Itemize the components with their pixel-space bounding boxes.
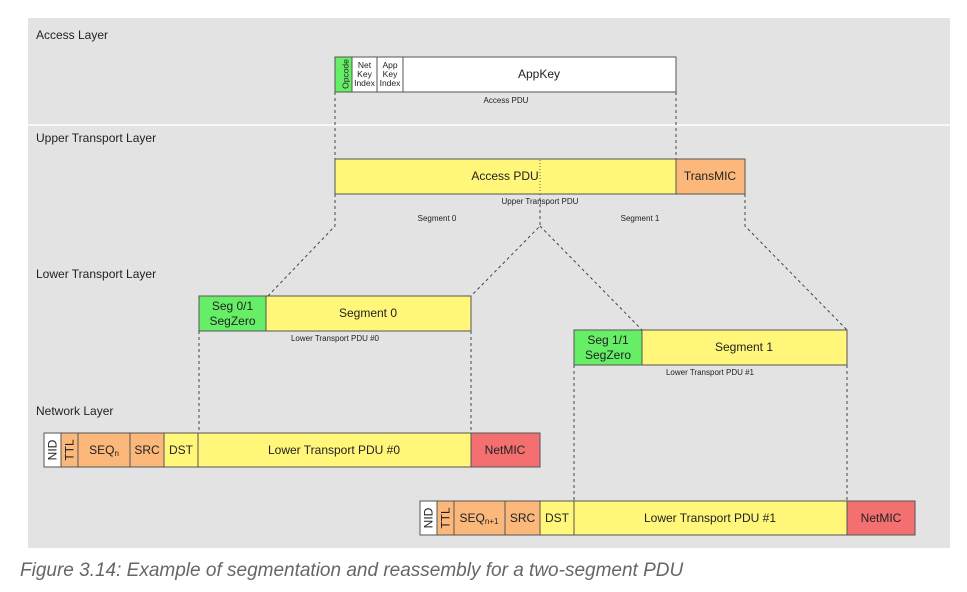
lower-transport-pdu-caption: Lower Transport PDU #0 (291, 334, 380, 343)
network-pdu-1: NID TTL SEQn+1 SRC DST Lower Transport P… (419, 500, 916, 536)
transmic-field (675, 158, 746, 195)
svg-text:Lower Transport PDU #0: Lower Transport PDU #0 (268, 443, 400, 457)
lower-transport-pdu-1: Seg 1/1 SegZero Segment 1 Lower Transpor… (573, 329, 848, 377)
svg-text:DST: DST (169, 443, 194, 457)
access-pdu-label: Access PDU (471, 169, 538, 183)
svg-text:SEQn: SEQn (89, 443, 119, 458)
net-key-index-label: Net (358, 60, 372, 70)
opcode-label: Opcode (340, 59, 350, 89)
segment-0-caption: Segment 0 (418, 214, 457, 223)
upper-transport-pdu: Access PDU TransMIC Upper Transport PDU … (334, 158, 746, 223)
lower-transport-pdu-0: Seg 0/1 SegZero Segment 0 Lower Transpor… (198, 295, 472, 343)
svg-text:TTL: TTL (63, 439, 77, 461)
netmic-field (846, 500, 916, 536)
upper-transport-pdu-caption: Upper Transport PDU (502, 197, 579, 206)
svg-text:SegZero: SegZero (209, 314, 255, 328)
svg-text:NID: NID (46, 439, 60, 460)
connector-lines (198, 92, 848, 501)
svg-text:SRC: SRC (510, 511, 536, 525)
net-key-index-label: Index (354, 78, 376, 88)
svg-text:NetMIC: NetMIC (485, 443, 526, 457)
svg-text:SRC: SRC (134, 443, 160, 457)
svg-text:NID: NID (422, 507, 436, 528)
netmic-field (470, 432, 541, 468)
segment-field (265, 295, 472, 332)
svg-text:SegZero: SegZero (585, 348, 631, 362)
seq-field (77, 432, 131, 468)
access-pdu: Opcode Net Key Index App Key Index AppKe… (334, 56, 677, 105)
access-pdu-caption: Access PDU (484, 96, 529, 105)
svg-text:Segment 0: Segment 0 (339, 306, 397, 320)
app-key-index-label: Key (383, 69, 398, 79)
seq-field (453, 500, 506, 536)
access-pdu-field (334, 158, 677, 195)
svg-text:Segment 1: Segment 1 (715, 340, 773, 354)
app-key-index-label: App (382, 60, 397, 70)
transport-pdu-field (197, 432, 472, 468)
svg-text:SEQn+1: SEQn+1 (460, 511, 499, 526)
transport-pdu-field (573, 500, 848, 536)
src-field (129, 432, 165, 468)
segment-1-caption: Segment 1 (621, 214, 660, 223)
src-field (504, 500, 541, 536)
svg-text:TTL: TTL (439, 507, 453, 529)
transmic-label: TransMIC (684, 169, 737, 183)
upper-transport-layer-label: Upper Transport Layer (36, 131, 156, 145)
app-key-index-field (376, 56, 404, 93)
net-key-index-field (351, 56, 378, 93)
svg-text:Lower Transport PDU #1: Lower Transport PDU #1 (644, 511, 776, 525)
access-layer-label: Access Layer (36, 28, 108, 42)
svg-text:Seg 1/1: Seg 1/1 (587, 333, 629, 347)
svg-text:NetMIC: NetMIC (861, 511, 902, 525)
lower-transport-layer-label: Lower Transport Layer (36, 267, 156, 281)
appkey-label: AppKey (518, 67, 560, 81)
figure-caption: Figure 3.14: Example of segmentation and… (20, 560, 684, 581)
app-key-index-label: Index (380, 78, 402, 88)
svg-text:Seg 0/1: Seg 0/1 (212, 299, 254, 313)
seg-header-field (198, 295, 267, 332)
svg-text:DST: DST (545, 511, 570, 525)
network-pdu-0: NID TTL SEQn SRC DST Lower Transport PDU… (43, 432, 541, 468)
segment-field (641, 329, 848, 366)
lower-transport-pdu-caption: Lower Transport PDU #1 (666, 368, 755, 377)
network-layer-label: Network Layer (36, 404, 113, 418)
appkey-field (402, 56, 677, 93)
net-key-index-label: Key (357, 69, 372, 79)
